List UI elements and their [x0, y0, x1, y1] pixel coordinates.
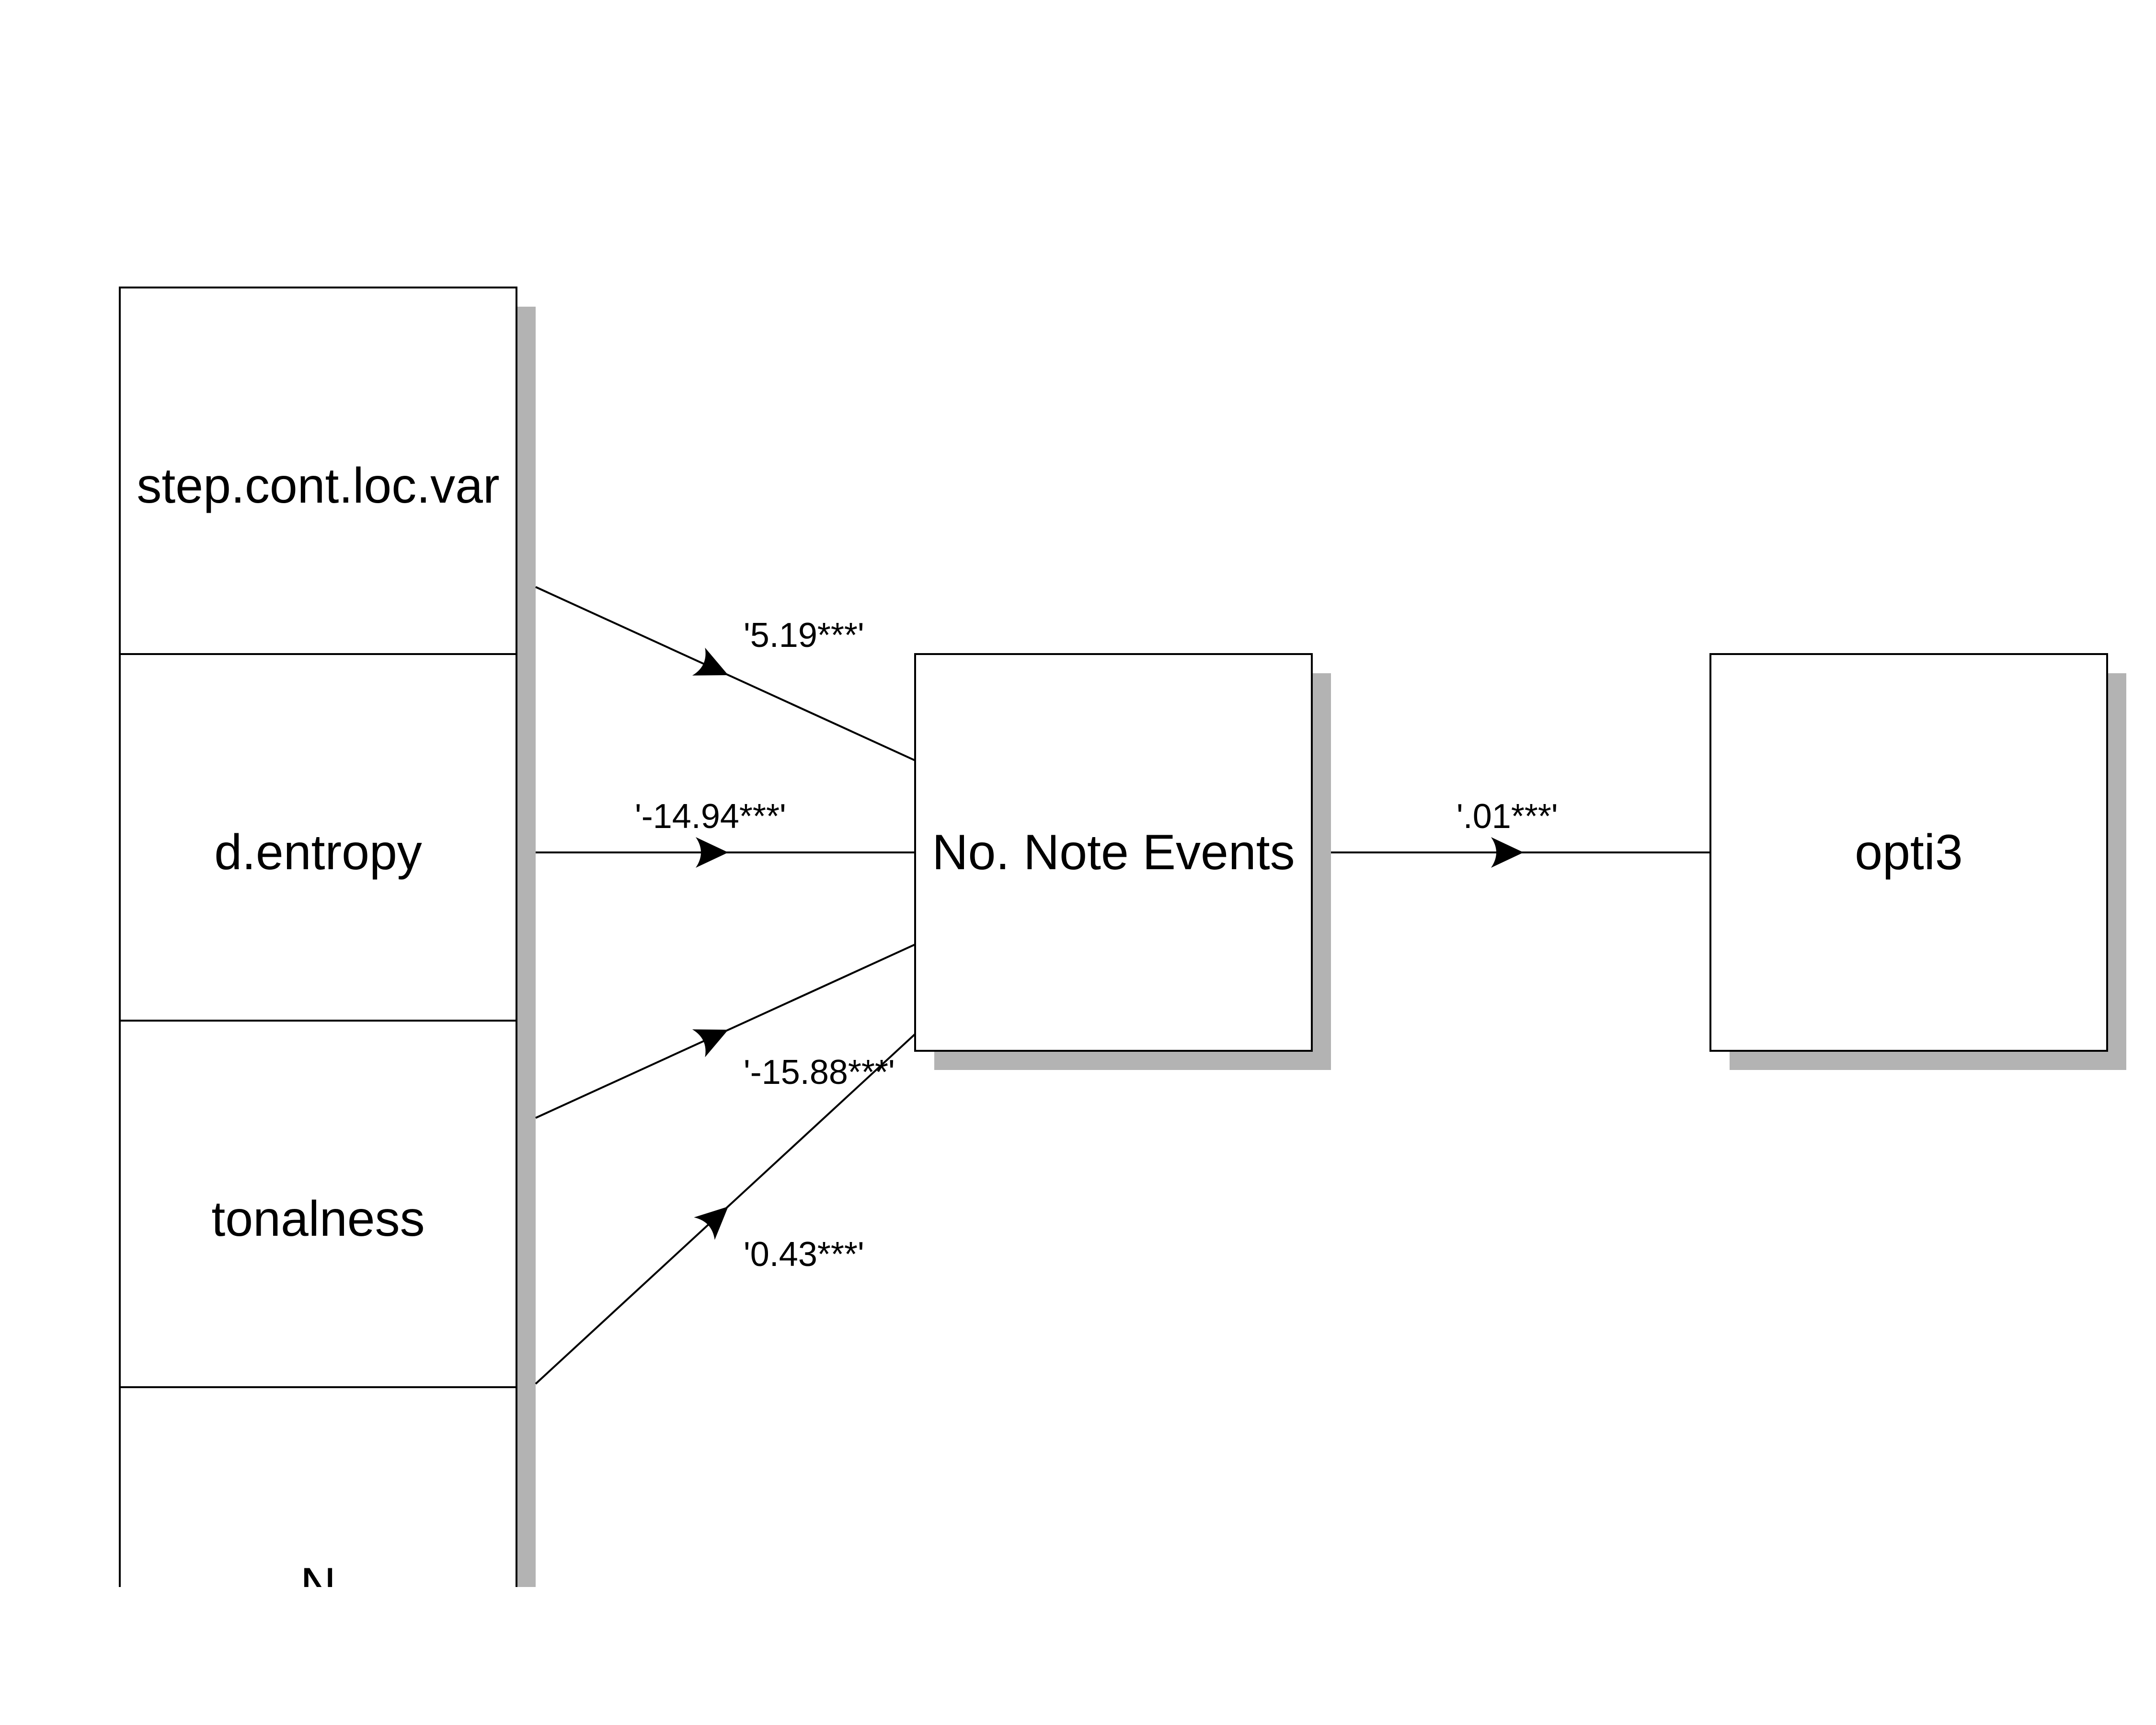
- arrowhead-n-nne: [694, 1207, 728, 1240]
- node-box-nne: [914, 653, 1313, 1052]
- node-labels: step.cont.loc.var d.entropy tonalness N …: [137, 458, 1963, 1613]
- arrowhead-dent-nne: [696, 837, 728, 868]
- arrowhead-step-nne: [692, 647, 728, 676]
- node-label-opti3: opti3: [1855, 825, 1963, 880]
- arrowhead-tonal-nne: [692, 1029, 728, 1058]
- arrowhead-nne-opti3: [1491, 837, 1524, 868]
- node-boxes: [119, 287, 2108, 1587]
- node-box-n: [119, 1386, 517, 1587]
- node-label-dent: d.entropy: [214, 825, 422, 880]
- node-label-tonal: tonalness: [211, 1191, 424, 1247]
- edge-label-n-nne: '0.43***': [744, 1235, 864, 1274]
- edge-label-dent-nne: '-14.94***': [635, 797, 786, 836]
- node-box-step: [119, 287, 517, 685]
- node-label-step: step.cont.loc.var: [137, 458, 499, 514]
- node-label-n: N: [300, 1558, 336, 1613]
- node-box-opti3: [1709, 653, 2108, 1052]
- edge-labels: '5.19***' '-14.94***' '-15.88***' '0.43*…: [635, 616, 1558, 1274]
- node-box-tonal: [119, 1020, 517, 1418]
- node-box-dent: [119, 653, 517, 1052]
- edge-label-step-nne: '5.19***': [744, 616, 864, 655]
- arrowheads: [692, 647, 1524, 1240]
- node-label-nne: No. Note Events: [932, 825, 1295, 880]
- edge-label-tonal-nne: '-15.88***': [744, 1053, 895, 1092]
- edge-label-nne-opti3: '.01***': [1456, 797, 1558, 836]
